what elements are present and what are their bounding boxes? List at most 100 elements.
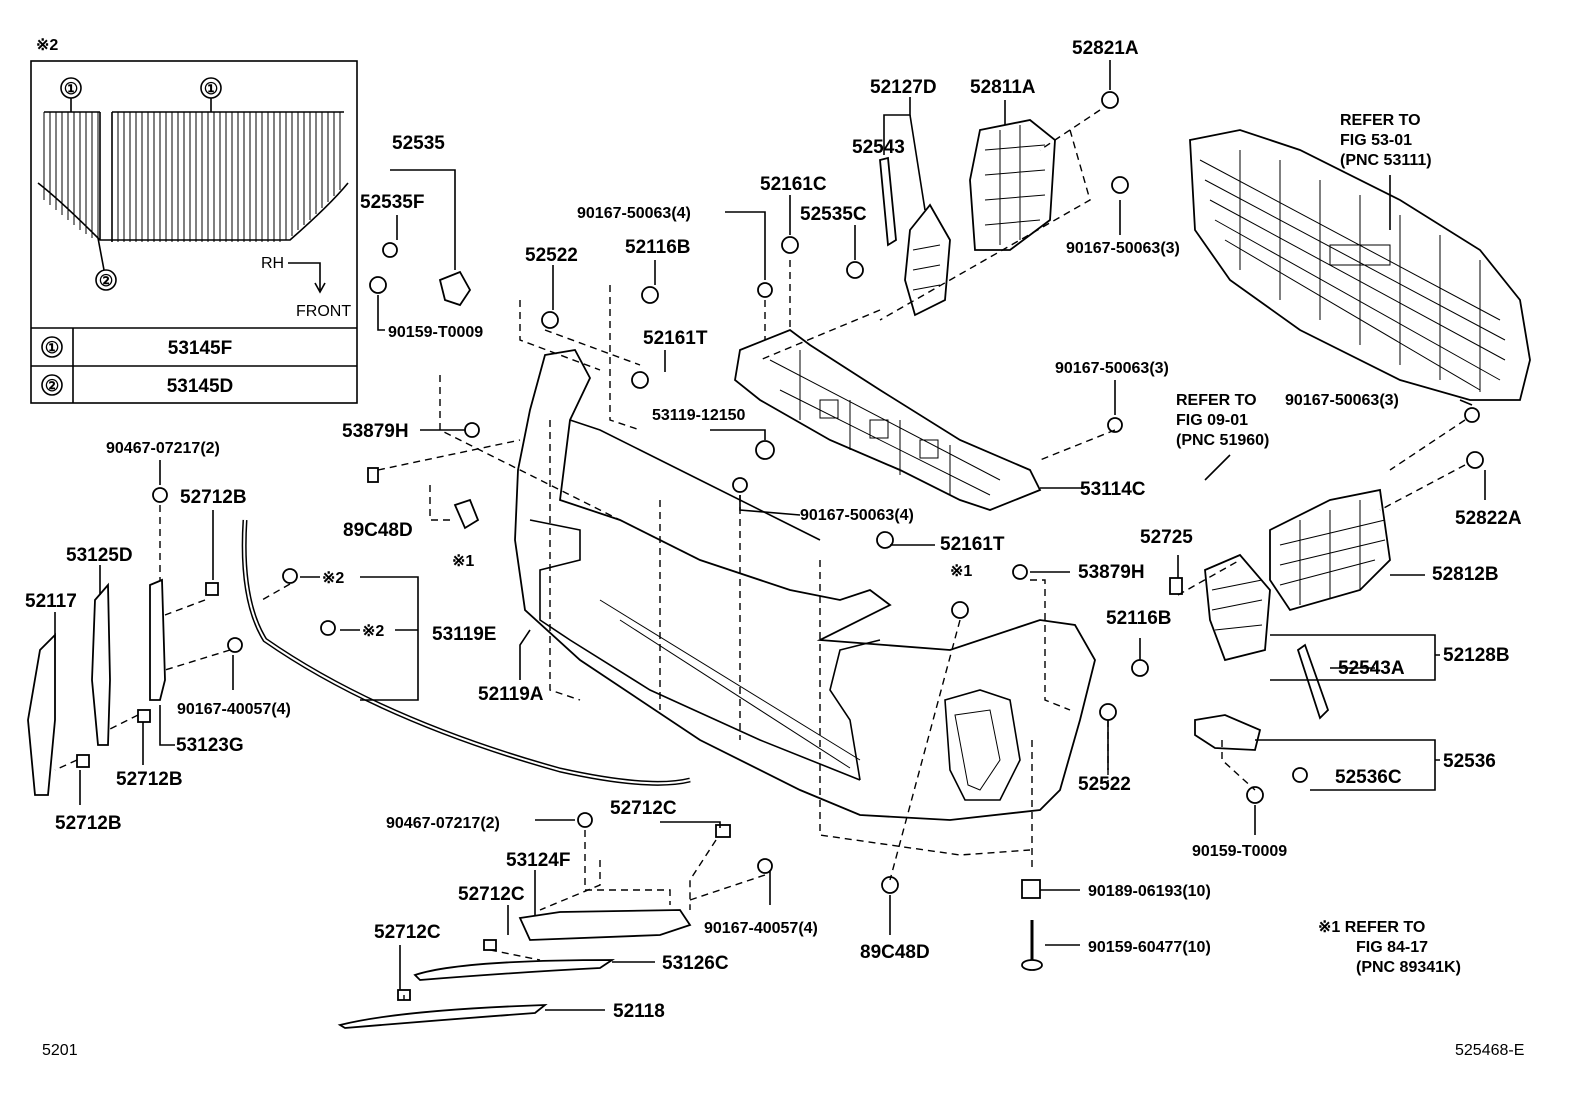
inset-moulding-illustration bbox=[37, 111, 349, 242]
ref-51960-line3: (PNC 51960) bbox=[1176, 432, 1269, 449]
bracket-52536 bbox=[1194, 714, 1262, 751]
spoiler-53119E bbox=[241, 519, 691, 786]
label-52821A: 52821A bbox=[1072, 38, 1139, 59]
label-52522-b: 52522 bbox=[1078, 774, 1131, 795]
note-1-b: ※1 bbox=[950, 563, 972, 580]
strip-52543 bbox=[879, 156, 897, 247]
direction-front: FRONT bbox=[296, 303, 351, 320]
label-52522-a: 52522 bbox=[525, 245, 578, 266]
label-90467-07217-2-a: 90467-07217(2) bbox=[106, 440, 220, 457]
inset-panel: ※2 ① ① ② RH FRONT ① 53145F bbox=[30, 37, 358, 404]
label-52161T-a: 52161T bbox=[643, 328, 708, 349]
ref-51960-line1: REFER TO bbox=[1176, 392, 1257, 409]
label-90159-60477: 90159-60477(10) bbox=[1088, 939, 1211, 956]
reinforcement-53114C bbox=[734, 328, 1042, 511]
label-52712B-a: 52712B bbox=[180, 487, 247, 508]
label-89C48D-b: 89C48D bbox=[860, 942, 930, 963]
label-52117: 52117 bbox=[25, 591, 77, 612]
label-53879H-a: 53879H bbox=[342, 421, 409, 442]
ref-53111-line1: REFER TO bbox=[1340, 112, 1421, 129]
label-90159-T0009-b: 90159-T0009 bbox=[1192, 843, 1287, 860]
note-1-ref-line3: (PNC 89341K) bbox=[1356, 959, 1461, 976]
label-52712C-b: 52712C bbox=[458, 884, 525, 905]
ref-53111-line3: (PNC 53111) bbox=[1340, 152, 1432, 169]
label-53119-12150: 53119-12150 bbox=[652, 407, 746, 424]
lower-grille-52812B bbox=[1269, 488, 1391, 612]
label-90467-07217-2-b: 90467-07217(2) bbox=[386, 815, 500, 832]
label-52725: 52725 bbox=[1140, 527, 1193, 548]
label-52161C: 52161C bbox=[760, 174, 827, 195]
bumper-cover-52119A bbox=[514, 349, 1096, 821]
direction-rh: RH bbox=[261, 255, 284, 272]
moulding-52117 bbox=[27, 632, 56, 796]
label-53126C: 53126C bbox=[662, 953, 729, 974]
garnish-52127D bbox=[904, 203, 951, 317]
label-52127D: 52127D bbox=[870, 77, 937, 98]
label-52712C-a: 52712C bbox=[610, 798, 677, 819]
strip-52118 bbox=[337, 1004, 548, 1029]
label-53124F: 53124F bbox=[506, 850, 570, 871]
label-90167-50063-3-c: 90167-50063(3) bbox=[1285, 392, 1399, 409]
label-90167-50063-4-b: 90167-50063(4) bbox=[800, 507, 914, 524]
label-52535F: 52535F bbox=[360, 192, 424, 213]
label-52536: 52536 bbox=[1443, 751, 1496, 772]
note-1-ref-line1: ※1 REFER TO bbox=[1318, 919, 1425, 936]
inset-table-key-1: ① bbox=[45, 340, 59, 357]
label-90167-50063-4-a: 90167-50063(4) bbox=[577, 205, 691, 222]
note-1-ref-line2: FIG 84-17 bbox=[1356, 939, 1428, 956]
label-52536C: 52536C bbox=[1335, 767, 1402, 788]
svg-text:①: ① bbox=[204, 81, 218, 98]
label-52811A: 52811A bbox=[970, 77, 1036, 98]
fasteners bbox=[76, 91, 1484, 1001]
label-52543A: 52543A bbox=[1338, 658, 1405, 679]
label-52116B-b: 52116B bbox=[1106, 608, 1172, 629]
inset-table-part-1: 53145F bbox=[168, 338, 232, 359]
grille-assembly bbox=[1189, 129, 1531, 401]
label-89C48D-a: 89C48D bbox=[343, 520, 413, 541]
label-90167-40057-4-a: 90167-40057(4) bbox=[177, 701, 291, 718]
label-52161T-b: 52161T bbox=[940, 534, 1005, 555]
label-52128B: 52128B bbox=[1443, 645, 1510, 666]
inset-callout-2 bbox=[95, 269, 117, 291]
label-52712B-c: 52712B bbox=[55, 813, 122, 834]
label-52535: 52535 bbox=[392, 133, 445, 154]
label-90167-50063-3-b: 90167-50063(3) bbox=[1055, 360, 1169, 377]
svg-text:①: ① bbox=[64, 81, 78, 98]
label-53879H-b: 53879H bbox=[1078, 562, 1145, 583]
moulding-53123G bbox=[149, 578, 166, 701]
leader-lines bbox=[54, 60, 1486, 1011]
label-52822A: 52822A bbox=[1455, 508, 1522, 529]
label-53125D: 53125D bbox=[66, 545, 133, 566]
ref-53111-line2: FIG 53-01 bbox=[1340, 132, 1412, 149]
moulding-53125D bbox=[91, 582, 111, 746]
direction-arrow bbox=[288, 262, 321, 290]
label-90167-50063-3-a: 90167-50063(3) bbox=[1066, 240, 1180, 257]
label-90167-40057-4-b: 90167-40057(4) bbox=[704, 920, 818, 937]
label-52535C: 52535C bbox=[800, 204, 867, 225]
label-52118: 52118 bbox=[613, 1001, 665, 1022]
part-labels: 52535 52535F 90159-T0009 52522 52116B 90… bbox=[25, 38, 1524, 1059]
inset-table-part-2: 53145D bbox=[167, 376, 234, 397]
inset-note-mark: ※2 bbox=[36, 37, 58, 54]
label-90159-T0009-a: 90159-T0009 bbox=[388, 324, 483, 341]
label-53114C: 53114C bbox=[1080, 479, 1146, 500]
label-52812B: 52812B bbox=[1432, 564, 1499, 585]
moulding-52543A bbox=[1296, 643, 1330, 720]
inset-table-key-2: ② bbox=[45, 378, 59, 395]
strip-53126C bbox=[413, 959, 615, 981]
label-52116B-a: 52116B bbox=[625, 237, 691, 258]
note-2-a: ※2 bbox=[322, 570, 344, 587]
drawing-id: 525468-E bbox=[1455, 1042, 1524, 1059]
page-code: 5201 bbox=[42, 1042, 78, 1059]
ref-51960-line2: FIG 09-01 bbox=[1176, 412, 1248, 429]
note-2-b: ※2 bbox=[362, 623, 384, 640]
svg-text:②: ② bbox=[99, 273, 113, 290]
label-52712C-c: 52712C bbox=[374, 922, 441, 943]
label-52543: 52543 bbox=[852, 137, 905, 158]
garnish-52128B bbox=[1204, 553, 1271, 662]
note-1-a: ※1 bbox=[452, 553, 474, 570]
label-53119E: 53119E bbox=[432, 624, 496, 645]
inset-frame bbox=[30, 60, 358, 404]
label-90189-06193: 90189-06193(10) bbox=[1088, 883, 1211, 900]
